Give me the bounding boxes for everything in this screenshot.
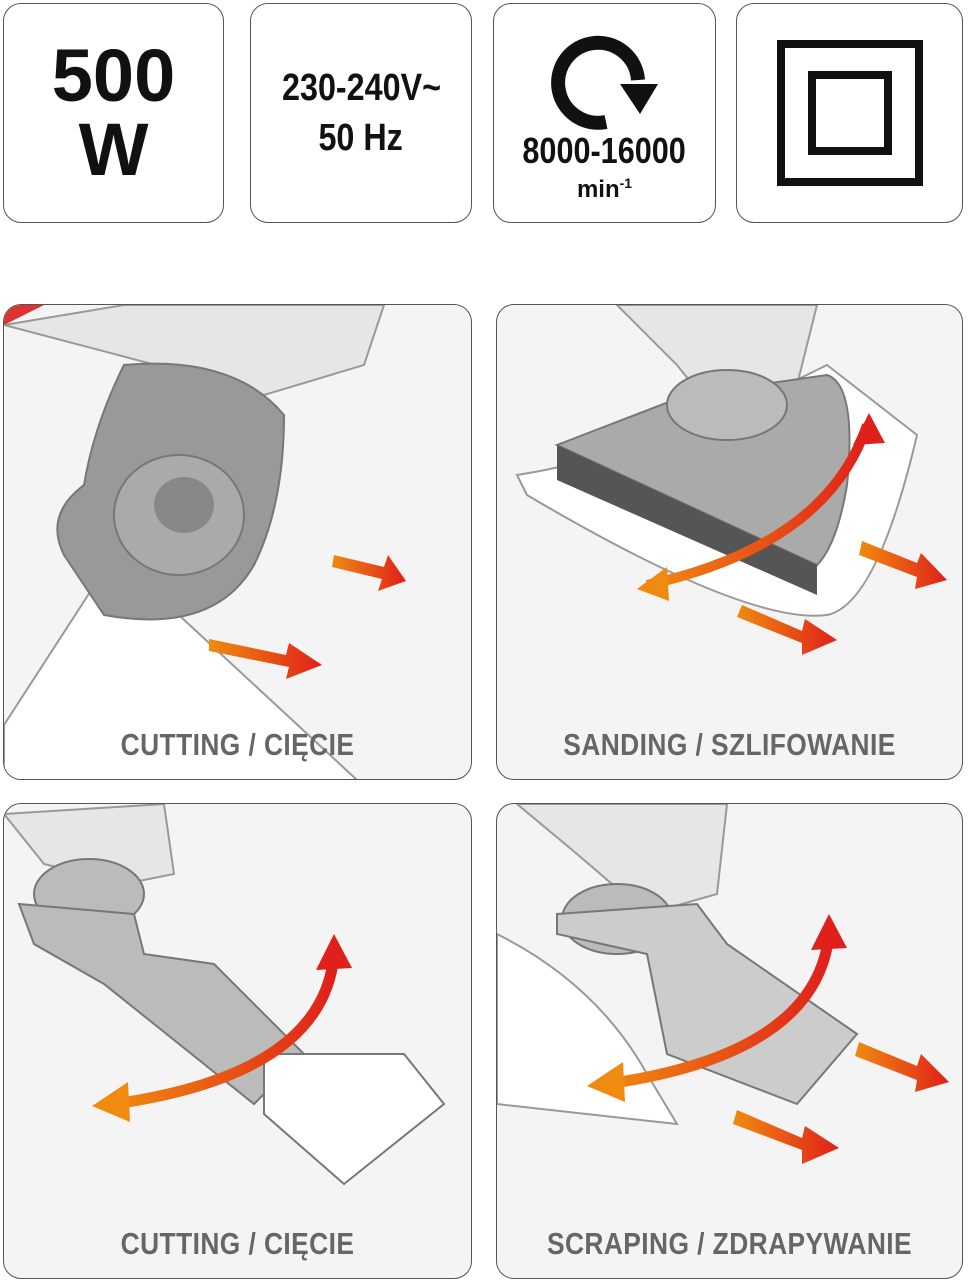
panel-cutting-segment-saw: CUTTING / CIĘCIE xyxy=(3,304,472,780)
speed-spec-box: 8000-16000 min-1 xyxy=(493,3,716,223)
speed-unit: min xyxy=(576,176,620,203)
plunge-cutting-illustration xyxy=(4,804,446,1186)
power-value: 500 xyxy=(51,34,176,117)
panel-label: CUTTING / CIĘCIE xyxy=(120,727,355,762)
speed-unit-wrap: min-1 xyxy=(577,170,632,203)
panel-label: SCRAPING / ZDRAPYWANIE xyxy=(546,1226,913,1261)
power-unit: W xyxy=(78,108,149,191)
sanding-direction-arrows xyxy=(637,413,947,655)
rotation-arrow-icon xyxy=(550,35,658,130)
voltage-spec-box: 230-240V~ 50 Hz xyxy=(250,3,472,223)
panel-cutting-plunge: CUTTING / CIĘCIE xyxy=(3,803,472,1279)
cutting-saw-illustration xyxy=(4,305,386,779)
speed-value: 8000-16000 xyxy=(522,130,687,171)
double-insulation-class-ii-icon xyxy=(776,40,923,186)
panel-scraping: SCRAPING / ZDRAPYWANIE xyxy=(496,803,963,1279)
frequency-value: 50 Hz xyxy=(318,117,404,159)
panel-sanding: SANDING / SZLIFOWANIE xyxy=(496,304,963,780)
power-spec-box: 500 W xyxy=(3,3,224,223)
panel-label: CUTTING / CIĘCIE xyxy=(120,1226,355,1261)
sanding-illustration xyxy=(515,305,919,617)
plunge-cutting-direction-arrow xyxy=(92,934,352,1122)
scraping-illustration xyxy=(497,804,859,1126)
voltage-value: 230-240V~ xyxy=(281,67,441,109)
cutting-direction-arrows xyxy=(209,555,406,679)
insulation-spec-box xyxy=(736,3,963,223)
scraping-direction-arrows xyxy=(587,914,949,1164)
panel-label: SANDING / SZLIFOWANIE xyxy=(563,727,896,762)
speed-unit-exponent: -1 xyxy=(619,175,633,191)
